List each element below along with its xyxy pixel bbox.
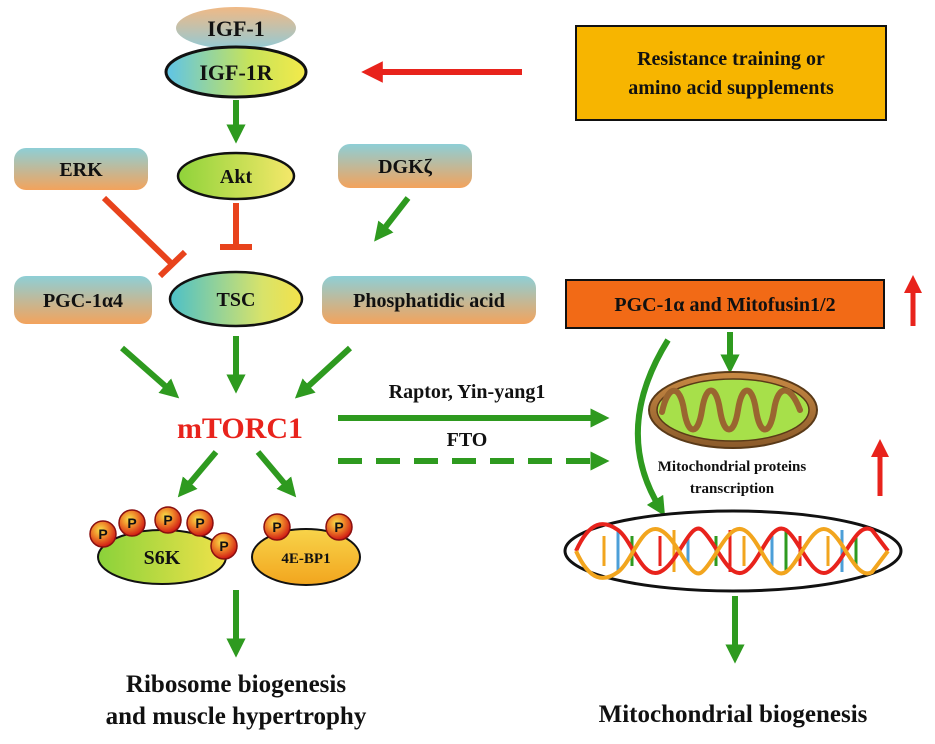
resistance-label-line2: amino acid supplements [628, 77, 834, 99]
mito-biogenesis-outcome: Mitochondrial biogenesis [599, 701, 868, 728]
svg-text:P: P [98, 526, 107, 542]
erk-node: ERK [14, 148, 148, 190]
svg-text:P: P [163, 512, 172, 528]
resistance-label-line1: Resistance training or [637, 48, 825, 70]
igf1r-node: IGF-1R [164, 45, 308, 99]
svg-text:P: P [334, 519, 343, 535]
pgc-mitofusin-box: PGC-1α and Mitofusin1/2 [565, 279, 885, 329]
akt-label: Akt [220, 166, 253, 188]
pa-to-mtorc1-arrow [294, 345, 353, 399]
tsc-label: TSC [217, 289, 256, 311]
tsc-node: TSC [168, 270, 304, 328]
akt-inhibits-tsc [220, 203, 252, 250]
4ebp1-label: 4E-BP1 [281, 551, 330, 567]
igf1r-label: IGF-1R [199, 60, 273, 85]
resistance-training-box: Resistance training or amino acid supple… [575, 25, 887, 121]
mito-proteins-label-line2: transcription [690, 481, 775, 497]
phospho-icon: P [186, 509, 214, 537]
phospho-icon: P [325, 513, 353, 541]
ribosome-outcome-line2: and muscle hypertrophy [106, 703, 367, 730]
4ebp1-node: 4E-BP1 [251, 528, 361, 586]
dna-helix-icon [563, 509, 903, 593]
pgc-mitofusin-label: PGC-1α and Mitofusin1/2 [614, 294, 835, 316]
igf1-label: IGF-1 [207, 16, 264, 41]
akt-node: Akt [176, 151, 296, 201]
svg-text:P: P [195, 515, 204, 531]
phosphatidic-acid-label: Phosphatidic acid [353, 290, 505, 312]
pgc1a4-to-mtorc1-arrow [120, 345, 180, 399]
dgk-to-pa-arrow [374, 196, 411, 242]
phospho-icon: P [89, 520, 117, 548]
dgk-node: DGKζ [338, 144, 472, 188]
erk-label: ERK [59, 159, 103, 181]
igf1-node: IGF-1 [176, 7, 296, 49]
phospho-icon: P [154, 506, 182, 534]
mito-proteins-label-line1: Mitochondrial proteins [658, 459, 807, 475]
s6k-label: S6K [144, 547, 181, 569]
mitochondrion-icon [648, 371, 818, 449]
4ebp1-phospho-group: P P [263, 513, 353, 541]
erk-inhibits-tsc [101, 195, 188, 279]
mtorc1-to-s6k-arrow [177, 450, 219, 498]
mtorc1-to-4ebp1-arrow [255, 450, 297, 498]
pgc1a4-label: PGC-1α4 [43, 290, 123, 312]
phospho-icon: P [263, 513, 291, 541]
s6k-phospho-group: P P P P P [89, 506, 238, 560]
pgc-to-dna-curved-arrow [634, 338, 671, 517]
phospho-icon: P [118, 509, 146, 537]
s6k-node: S6K [97, 529, 227, 585]
mtorc1-label: mTORC1 [177, 412, 303, 445]
svg-text:P: P [127, 515, 136, 531]
phosphatidic-acid-node: Phosphatidic acid [322, 276, 536, 324]
svg-text:P: P [219, 538, 228, 554]
phospho-icon: P [210, 532, 238, 560]
fto-label: FTO [447, 429, 488, 451]
ribosome-outcome-line1: Ribosome biogenesis [126, 671, 346, 698]
dgk-label: DGKζ [378, 156, 433, 178]
svg-text:P: P [272, 519, 281, 535]
raptor-label: Raptor, Yin-yang1 [389, 381, 546, 403]
pgc1a4-node: PGC-1α4 [14, 276, 152, 324]
